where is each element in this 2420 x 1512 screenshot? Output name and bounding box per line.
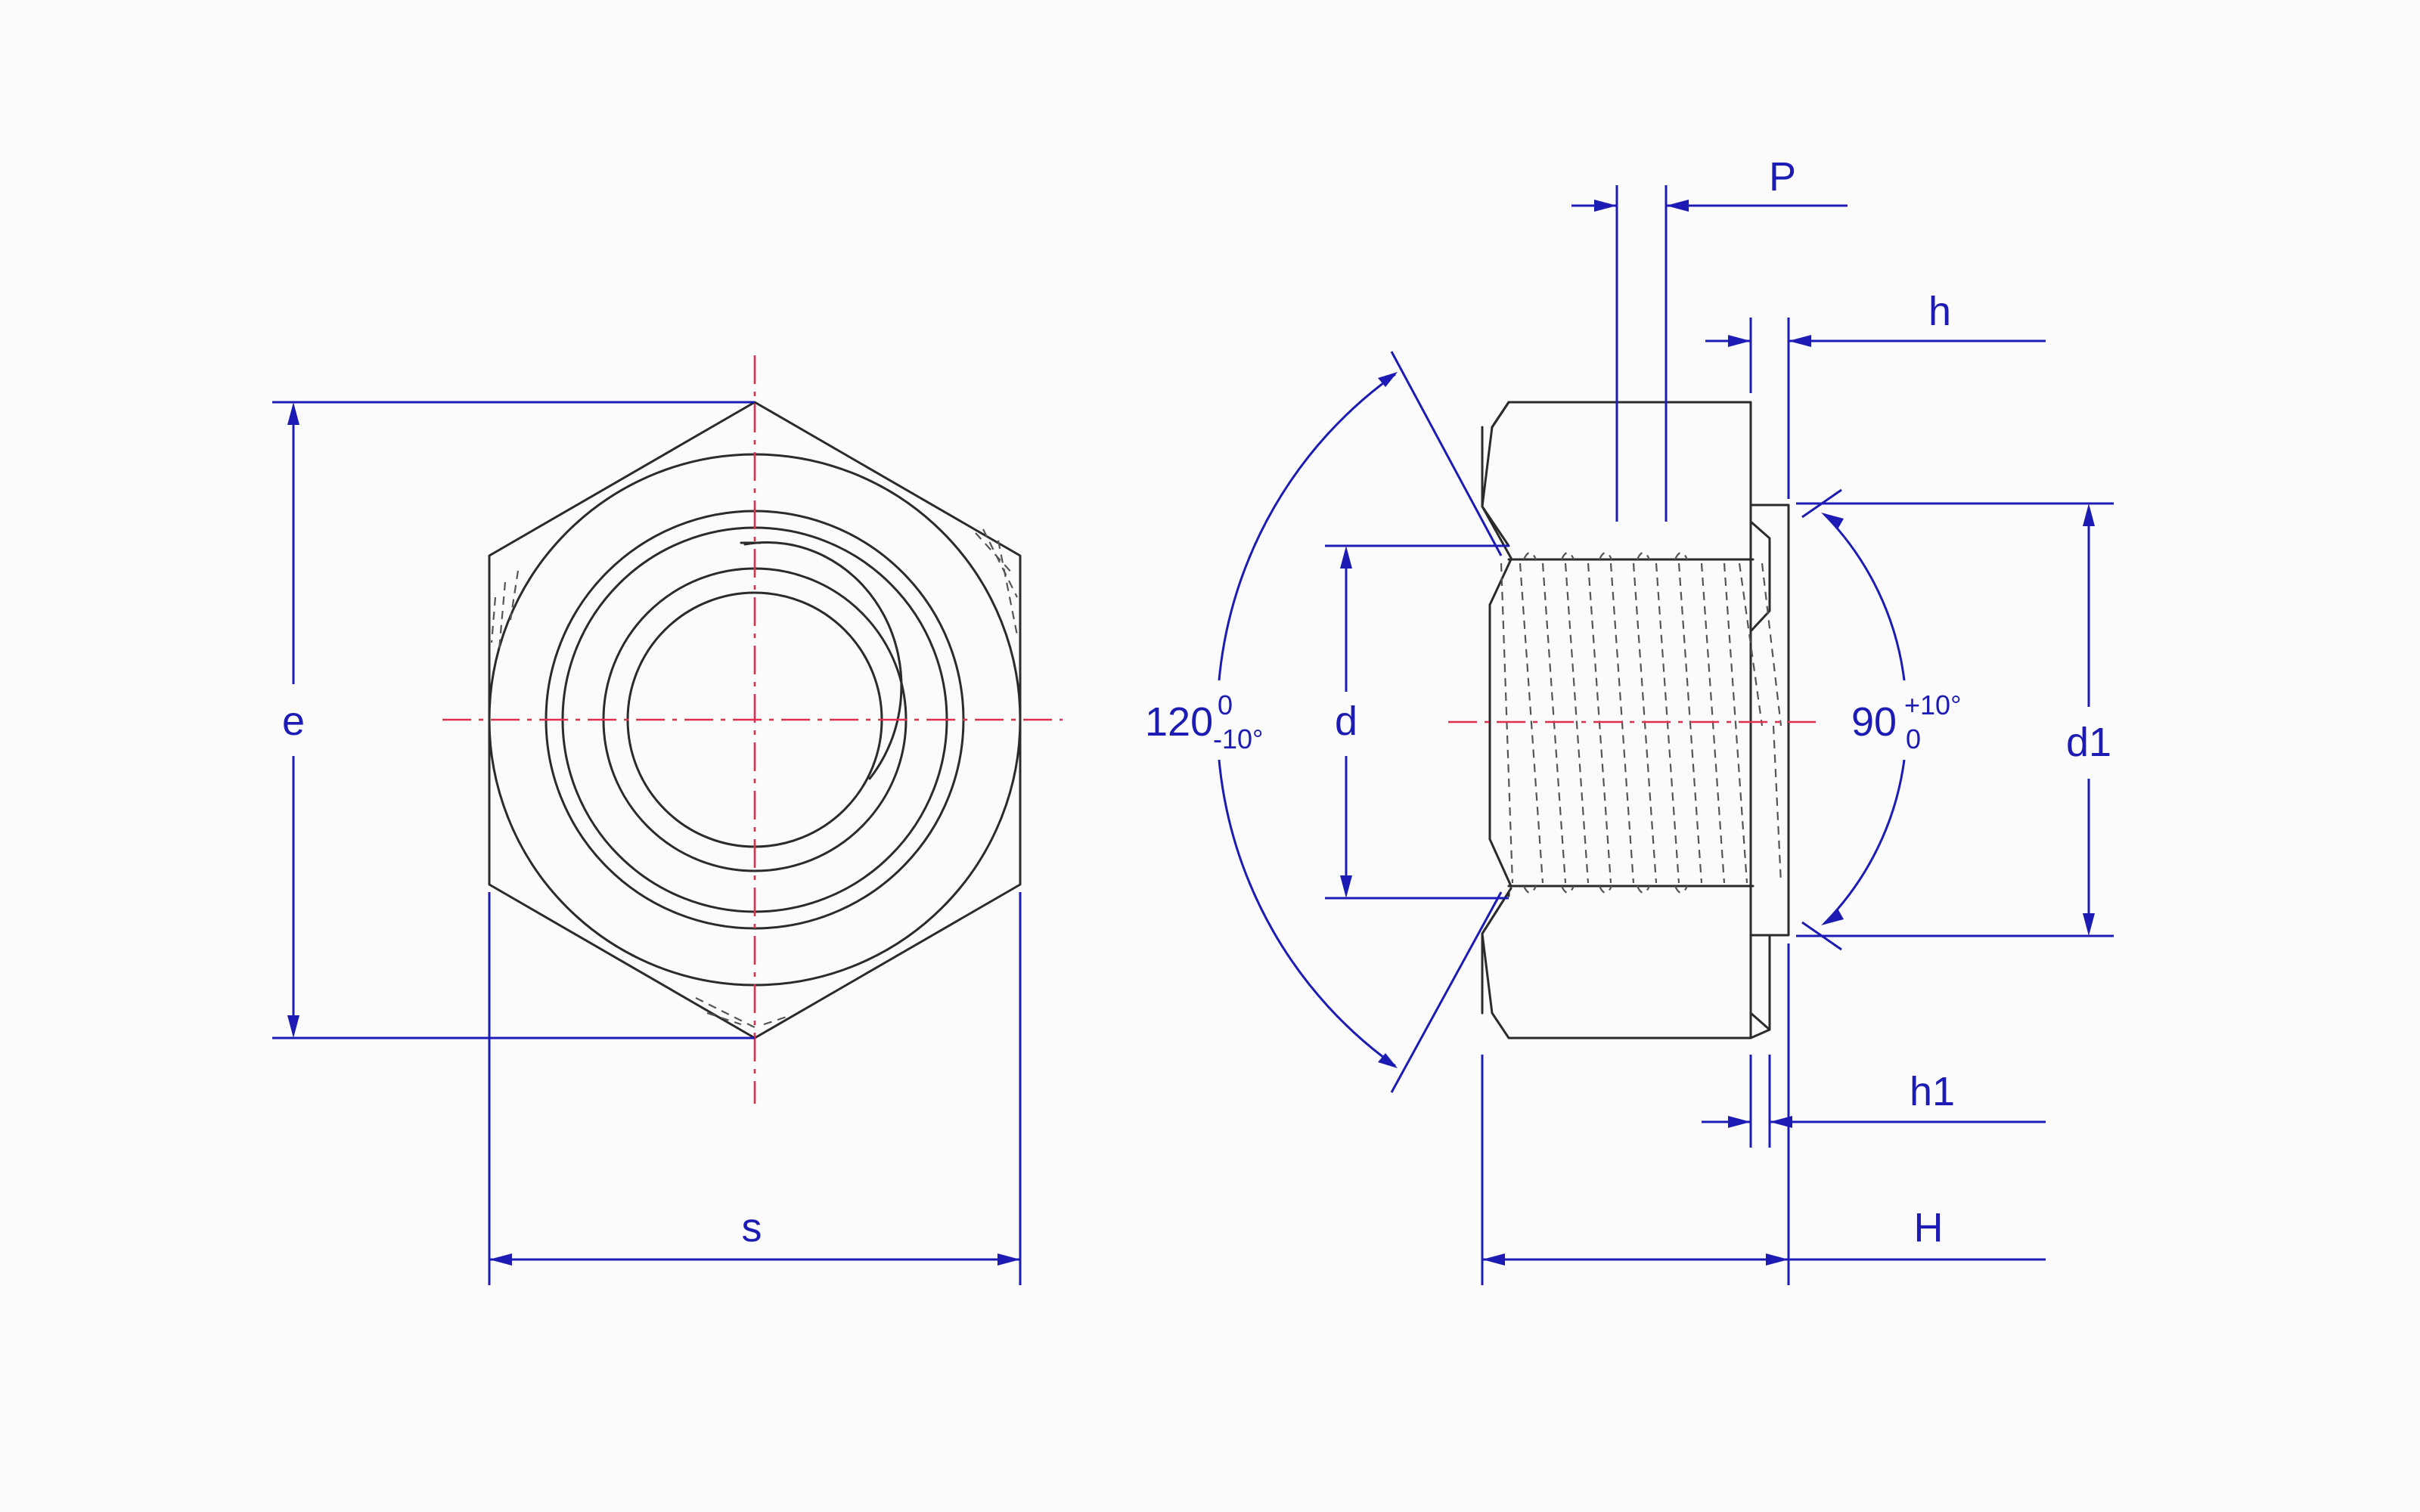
dimension-d1: d1 xyxy=(1796,502,2114,937)
angle-120-value: 120 xyxy=(1145,699,1213,745)
thread-spiral-arc xyxy=(743,541,903,780)
dimension-label-e: e xyxy=(282,699,305,744)
dimension-label-s: s xyxy=(742,1205,762,1250)
side-view: P h d d1 xyxy=(1145,154,2114,1285)
dimension-h: h xyxy=(1705,289,2046,499)
angle-90-upper-tol: +10° xyxy=(1904,689,1961,720)
hidden-corner-right xyxy=(975,528,1019,636)
dimension-label-p: P xyxy=(1769,154,1796,200)
dimension-big-h: H xyxy=(1481,943,2046,1285)
weld-step-top xyxy=(1749,520,1771,633)
dimension-label-h1: h1 xyxy=(1910,1069,1955,1114)
angle-90-value: 90 xyxy=(1851,699,1897,745)
chamfer-lower xyxy=(1481,887,1512,935)
hidden-thread-helix xyxy=(1500,562,1782,884)
front-view: e s xyxy=(272,355,1063,1285)
dimension-label-big-h: H xyxy=(1914,1205,1944,1250)
hidden-corner-bottom xyxy=(695,997,787,1029)
dimension-e: e xyxy=(272,401,755,1040)
angle-120-lower-tol: -10° xyxy=(1213,723,1263,754)
chamfer-upper xyxy=(1481,505,1512,559)
angle-90-lower-tol: 0 xyxy=(1906,723,1921,754)
dimension-p: P xyxy=(1571,154,1848,522)
dimension-d: d xyxy=(1325,544,1509,900)
dimension-label-h: h xyxy=(1928,289,1951,334)
dimension-s: s xyxy=(488,892,1022,1285)
dimension-angle-90: 90 +10° 0 xyxy=(1801,488,1961,951)
dimension-h1: h1 xyxy=(1702,1055,2046,1148)
dimension-label-d: d xyxy=(1335,699,1357,744)
angle-120-upper-tol: 0 xyxy=(1218,689,1233,720)
hidden-corner-left xyxy=(490,570,520,651)
weld-step-bottom xyxy=(1749,1012,1771,1040)
left-face-mid-lower xyxy=(1488,838,1512,888)
nut-top-left-edge xyxy=(1491,401,1510,429)
left-face-mid-upper xyxy=(1488,558,1512,606)
dimension-label-d1: d1 xyxy=(2066,720,2111,765)
dimension-angle-120: 120 0 -10° xyxy=(1145,351,1503,1093)
